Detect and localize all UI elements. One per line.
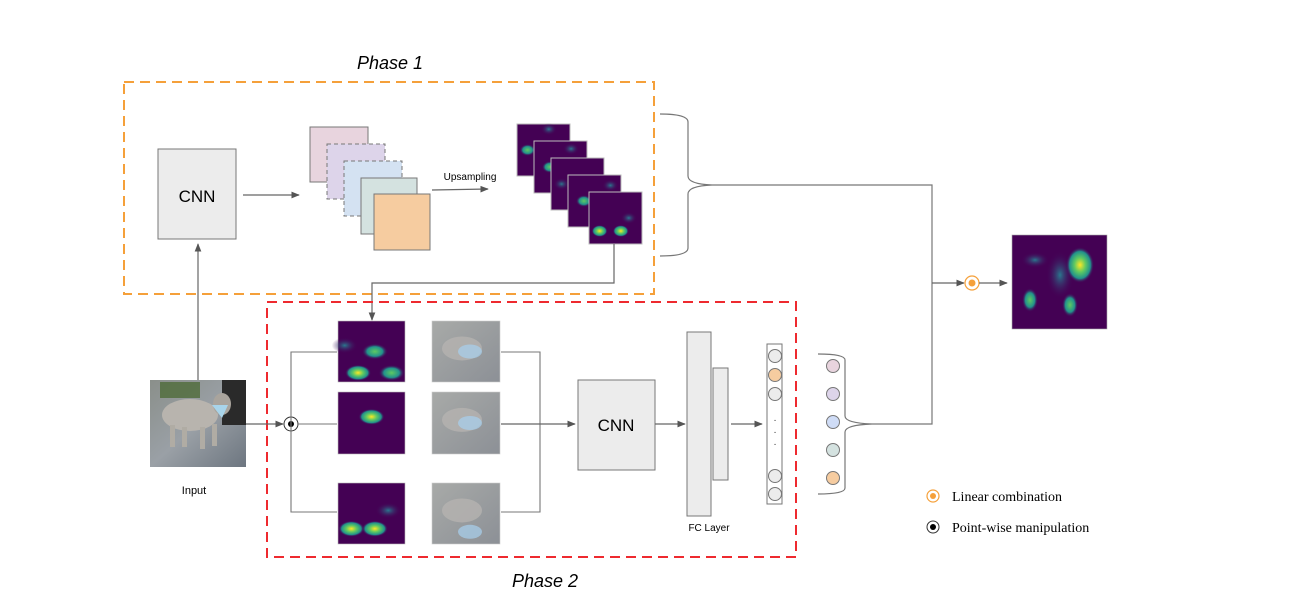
masked-image — [431, 391, 501, 455]
upsampling-label: Upsampling — [444, 172, 497, 183]
upsampled-heatmaps — [516, 123, 643, 245]
weight-circles — [826, 359, 840, 485]
phase2-title: Phase 2 — [512, 571, 578, 591]
phase1-title: Phase 1 — [357, 53, 423, 73]
legend: Linear combination Point-wise manipulati… — [926, 489, 1089, 536]
masked-image — [431, 320, 501, 383]
weight-circle — [826, 415, 840, 429]
phase1-box — [123, 81, 655, 295]
connector-weights-to-combine — [872, 283, 933, 425]
fc-layer-block-1 — [686, 331, 712, 517]
output-vector-nodes — [768, 349, 782, 501]
attention-mask — [337, 391, 406, 455]
upsampled-heatmap — [588, 191, 643, 245]
vector-ellipsis-2: · — [773, 427, 776, 438]
vector-ellipsis-3: · — [773, 439, 776, 450]
weight-circle — [826, 387, 840, 401]
linear-combination-operator-icon — [964, 275, 980, 291]
vector-ellipsis: · — [773, 415, 776, 426]
output-node — [768, 469, 782, 483]
phase2-cnn-block — [577, 379, 656, 471]
feature-maps-stack — [309, 126, 431, 251]
attention-mask — [337, 482, 406, 545]
output-node — [768, 487, 782, 501]
attention-mask — [331, 320, 406, 383]
linear-combination-icon — [926, 489, 940, 503]
final-saliency-map — [1011, 234, 1108, 330]
masked-image — [431, 482, 501, 545]
legend-linear-combination: Linear combination — [952, 490, 1062, 505]
input-image — [150, 380, 246, 467]
output-vector — [766, 343, 783, 505]
weight-circle — [826, 443, 840, 457]
phase1-brace — [659, 113, 713, 257]
output-node — [768, 368, 782, 382]
weight-circle — [826, 359, 840, 373]
weight-circle — [826, 471, 840, 485]
output-node — [768, 387, 782, 401]
arrow-upsampling — [431, 185, 489, 193]
phase2-cnn-label: CNN — [598, 416, 635, 435]
phase2-masks — [331, 320, 501, 545]
input-label: Input — [182, 485, 206, 497]
feature-map — [373, 193, 431, 251]
fc-layer-block-2 — [712, 367, 729, 481]
weights-brace — [817, 353, 873, 495]
connector-heatmaps-to-phase2 — [368, 244, 615, 321]
phase1-cnn-block — [157, 148, 237, 240]
legend-point-wise-manipulation: Point-wise manipulation — [952, 521, 1089, 536]
branch-lines — [290, 351, 337, 513]
output-node — [768, 349, 782, 363]
phase1-cnn-label: CNN — [179, 187, 216, 206]
fc-layer-label: FC Layer — [688, 523, 730, 534]
phase2-box — [266, 301, 797, 558]
connector-phase1-to-combine — [712, 184, 933, 283]
point-wise-manipulation-icon — [926, 520, 940, 534]
merge-lines — [501, 351, 541, 513]
